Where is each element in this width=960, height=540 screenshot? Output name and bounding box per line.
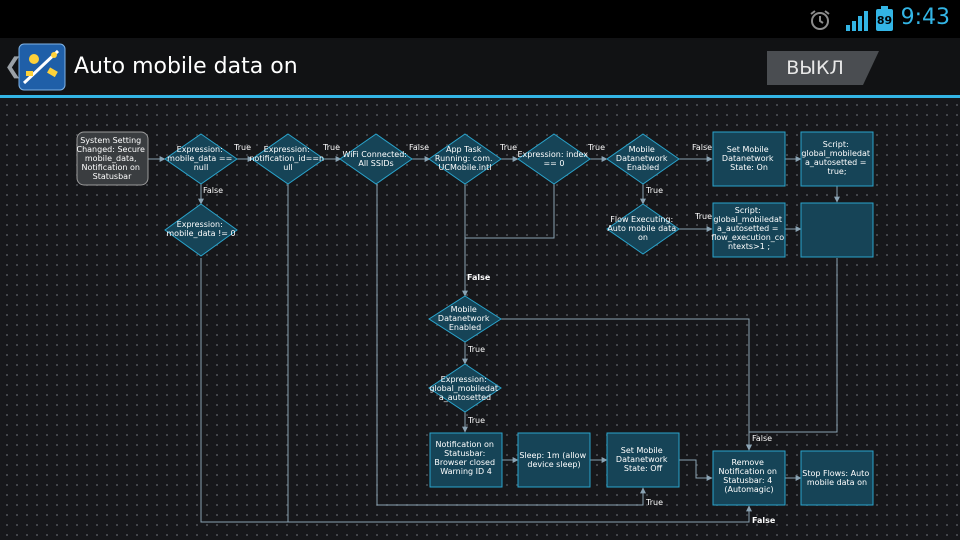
- svg-text:System Setting Changed:: System Setting Changed: Secure mobile_da…: [77, 136, 148, 181]
- condition-app-task-running[interactable]: App Task Running: com. UCMobile.intl: [428, 133, 502, 185]
- svg-text:Set Mobile Datanetwork: Set Mobile Datanetwork State: On: [722, 145, 776, 172]
- toggle-label: ВЫКЛ: [786, 57, 844, 79]
- action-stop-flows[interactable]: Stop Flows: Auto mobile data on: [800, 450, 874, 506]
- condition-global-autosetted[interactable]: Expression: global_mobiledat a_autosette…: [428, 363, 502, 413]
- condition-index-zero[interactable]: Expression: index == 0: [517, 133, 591, 185]
- status-bar: 89 9:43: [0, 0, 960, 38]
- svg-text:WiFi Connected: All SSID: WiFi Connected: All SSIDs: [342, 150, 409, 168]
- edge-label-true: True: [233, 143, 251, 152]
- action-sleep[interactable]: Sleep: 1m (allow device sleep): [517, 432, 591, 488]
- condition-mobile-data-null[interactable]: Expression: mobile_data == null: [164, 133, 238, 185]
- condition-flow-executing[interactable]: Flow Executing: Auto mobile data on: [606, 203, 680, 255]
- alarm-icon: [810, 10, 830, 30]
- back-icon[interactable]: ❮: [4, 54, 23, 79]
- edge-label-true: True: [694, 212, 712, 221]
- svg-text:Stop Flows: Auto mobile: Stop Flows: Auto mobile data on: [802, 469, 872, 487]
- action-set-mobile-data-off[interactable]: Set Mobile Datanetwork State: Off: [606, 432, 680, 488]
- edge-label-false: False: [467, 273, 491, 282]
- svg-text:Expression: index == 0: Expression: index == 0: [517, 150, 590, 168]
- action-remove-notification[interactable]: Remove Notification on Statusbar: 4 (Aut…: [712, 450, 786, 506]
- svg-text:Expression: notification: Expression: notification_id==n ull: [249, 145, 326, 172]
- svg-text:Set Mobile Datanetwork: Set Mobile Datanetwork State: Off: [616, 446, 670, 473]
- svg-text:App Task Running: com.: App Task Running: com. UCMobile.intl: [435, 145, 495, 172]
- svg-text:Expression: global_mobil: Expression: global_mobiledat a_autosette…: [429, 375, 500, 402]
- condition-notification-id[interactable]: Expression: notification_id==n ull: [249, 133, 326, 185]
- svg-text:Mobile Datanetwork: Mobile Datanetwork Enabled: [616, 145, 670, 172]
- svg-text:Script: global_mobiledat: Script: global_mobiledat a_autosetted = …: [711, 206, 786, 251]
- edge-label-false: False: [409, 143, 429, 152]
- action-script-flow-contexts[interactable]: Script: global_mobiledat a_autosetted = …: [711, 202, 786, 258]
- action-notification-statusbar[interactable]: Notification on Statusbar: Browser close…: [429, 432, 503, 488]
- svg-text:Remove Notification on: Remove Notification on Statusbar: 4 (Aut…: [719, 458, 780, 494]
- edge-labels: True True False True True False False Tr…: [203, 143, 776, 525]
- action-empty[interactable]: [800, 202, 874, 258]
- edge-label-true: True: [467, 416, 485, 425]
- action-set-mobile-data-on[interactable]: Set Mobile Datanetwork State: On: [712, 131, 786, 187]
- edge-label-true: True: [499, 143, 517, 152]
- edge-label-true: True: [645, 186, 663, 195]
- edge-label-true: True: [322, 143, 340, 152]
- condition-mobile-datanetwork-enabled-top[interactable]: Mobile Datanetwork Enabled: [606, 133, 680, 185]
- svg-text:Expression: mobile_data: Expression: mobile_data != 0: [166, 220, 235, 238]
- status-time: 9:43: [900, 5, 950, 30]
- svg-text:Mobile Datanetwork: Mobile Datanetwork Enabled: [438, 305, 492, 332]
- condition-mobile-datanetwork-enabled-mid[interactable]: Mobile Datanetwork Enabled: [428, 295, 502, 343]
- svg-text:Flow Executing: Auto mob: Flow Executing: Auto mobile data on: [607, 215, 678, 242]
- connections: [148, 156, 840, 523]
- app-icon[interactable]: [18, 43, 66, 91]
- edge-label-false: False: [752, 516, 776, 525]
- edge-label-true: True: [645, 498, 663, 507]
- svg-text:Sleep: 1m (allow device: Sleep: 1m (allow device sleep): [519, 451, 588, 469]
- signal-icon: [846, 11, 868, 31]
- flow-enabled-toggle[interactable]: ВЫКЛ: [767, 51, 879, 85]
- action-script-autosetted-true[interactable]: Script: global_mobiledat a_autosetted = …: [800, 131, 874, 187]
- condition-mobile-data-not-zero[interactable]: Expression: mobile_data != 0: [164, 203, 238, 257]
- edge-label-true: True: [587, 143, 605, 152]
- battery-icon: 89: [876, 6, 893, 31]
- action-bar: ❮ Auto mobile data on ВЫКЛ: [0, 38, 960, 98]
- edge-label-false: False: [752, 434, 772, 443]
- svg-text:Notification on Statusba: Notification on Statusbar: Browser close…: [434, 440, 497, 476]
- trigger-system-setting[interactable]: System Setting Changed: Secure mobile_da…: [76, 131, 149, 186]
- condition-wifi-connected[interactable]: WiFi Connected: All SSIDs: [339, 133, 413, 185]
- page-title: Auto mobile data on: [74, 54, 298, 79]
- svg-text:Expression: mobile_data: Expression: mobile_data == null: [167, 145, 235, 172]
- svg-text:Script: global_mobiledat: Script: global_mobiledat a_autosetted = …: [801, 140, 872, 176]
- edge-label-false: False: [203, 186, 223, 195]
- edge-label-true: True: [467, 345, 485, 354]
- edge-label-false: False: [692, 143, 712, 152]
